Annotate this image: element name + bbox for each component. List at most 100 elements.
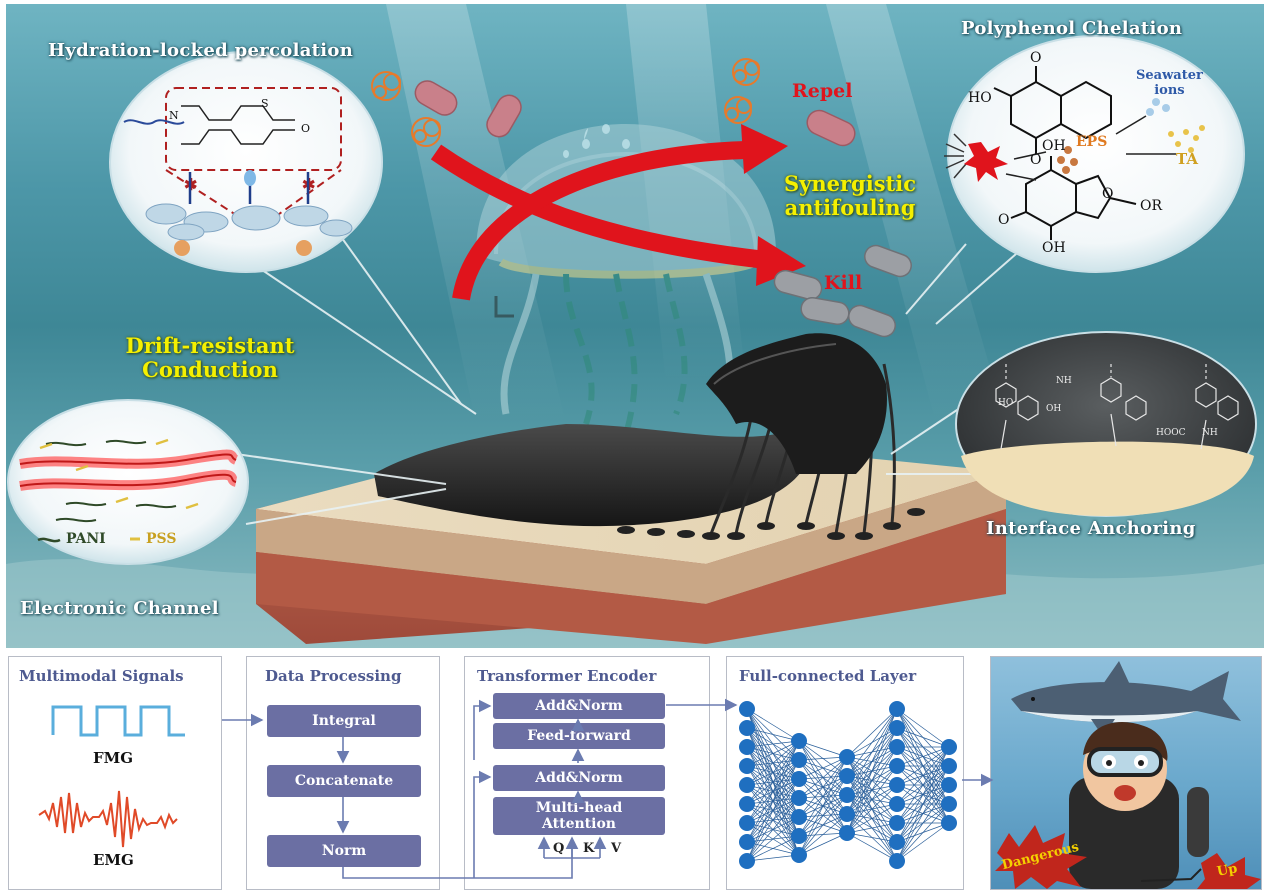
nn-neuron	[791, 828, 807, 844]
nn-connection	[798, 756, 848, 856]
nn-neuron	[791, 847, 807, 863]
concatenate-step: Concatenate	[267, 765, 421, 797]
nn-connection	[746, 740, 800, 805]
seawater-line1: Seawater	[1136, 68, 1203, 83]
nn-neuron	[791, 809, 807, 825]
nn-neuron	[791, 790, 807, 806]
output-panel: Dangerous Up	[990, 656, 1262, 890]
nn-connection	[746, 708, 800, 742]
nn-connection	[846, 708, 898, 758]
nn-neuron	[839, 787, 855, 803]
nn-connection	[746, 835, 800, 862]
pss-label: PSS	[146, 531, 177, 547]
fc-title: Full-connected Layer	[739, 667, 917, 685]
anchor-hooc: HOOC	[1156, 428, 1186, 438]
nn-connection	[746, 727, 800, 742]
nn-connection	[846, 746, 898, 834]
nn-connection	[746, 759, 800, 862]
processing-title: Data Processing	[265, 667, 402, 685]
nn-connection	[896, 765, 950, 862]
nn-neuron	[839, 749, 855, 765]
nn-connection	[746, 740, 800, 748]
nn-neuron	[739, 777, 755, 793]
nn-connection	[846, 832, 898, 843]
ta-label: TA	[1176, 150, 1198, 168]
nn-neuron	[839, 806, 855, 822]
nn-connection	[896, 746, 950, 767]
chem-o-minus: O	[301, 122, 311, 135]
fmg-waveform	[51, 705, 185, 737]
nn-connection	[846, 822, 898, 834]
processing-panel: Data Processing Integral Concatenate Nor…	[246, 656, 440, 890]
eps-label: EPS	[1076, 134, 1108, 150]
nn-neuron	[889, 777, 905, 793]
nn-neuron	[791, 733, 807, 749]
nn-connection	[896, 746, 950, 786]
nn-neuron	[889, 758, 905, 774]
nn-neuron	[739, 739, 755, 755]
nn-connection	[798, 756, 848, 780]
nn-connection	[846, 727, 898, 834]
nn-connection	[798, 813, 848, 856]
seawater-label: Seawater ions	[1136, 68, 1203, 98]
synergistic-line1: Synergistic	[783, 171, 916, 196]
nn-neuron	[889, 815, 905, 831]
nn-neuron	[839, 825, 855, 841]
integral-step: Integral	[267, 705, 421, 737]
input-q: Q	[553, 841, 565, 856]
nn-connection	[896, 803, 950, 862]
feed-forward-block: Feed-forward	[493, 723, 665, 749]
nn-connection	[746, 740, 800, 786]
nn-connection	[746, 854, 800, 862]
nn-neuron	[739, 758, 755, 774]
neural-network	[739, 701, 957, 869]
anchor-nh2: NH	[1202, 428, 1218, 438]
electronic-label: Electronic Channel	[20, 598, 219, 619]
kill-label: Kill	[824, 272, 863, 294]
drift-line1: Drift-resistant	[125, 333, 295, 358]
nn-connection	[746, 740, 800, 824]
nn-connection	[746, 778, 800, 862]
nn-neuron	[791, 771, 807, 787]
anchor-oh: OH	[1046, 404, 1062, 414]
nn-connection	[846, 765, 898, 834]
nn-connection	[846, 708, 898, 777]
diver-shark-illustration	[995, 661, 1261, 889]
encoder-title: Transformer Encoder	[477, 667, 657, 685]
nn-neuron	[791, 752, 807, 768]
nn-connection	[798, 740, 848, 758]
chem-n-plus: N	[169, 109, 179, 122]
nn-connection	[896, 746, 950, 862]
nn-connection	[746, 740, 800, 862]
nn-connection	[798, 775, 848, 856]
signal-waveforms	[38, 705, 185, 848]
input-k: K	[583, 841, 595, 856]
nn-neuron	[739, 815, 755, 831]
chem-o-left: O	[998, 212, 1010, 228]
nn-neuron	[739, 853, 755, 869]
nn-connection	[798, 756, 848, 799]
nn-neuron	[941, 815, 957, 831]
nn-connection	[896, 727, 950, 748]
nn-connection	[896, 708, 950, 748]
chem-o-top: O	[1030, 50, 1042, 66]
add-norm-bottom: Add&Norm	[493, 765, 665, 791]
signals-panel: Multimodal Signals FMG EMG	[8, 656, 222, 890]
nn-connection	[746, 740, 800, 767]
nn-connection	[846, 803, 898, 834]
nn-neuron	[889, 720, 905, 736]
chem-oh-bottom: OH	[1042, 240, 1066, 256]
antifouling-illustration: ✱✱	[6, 4, 1264, 648]
nn-connection	[846, 708, 898, 815]
nn-connection	[896, 822, 950, 862]
nn-neuron	[889, 796, 905, 812]
fc-panel: Full-connected Layer	[726, 656, 964, 890]
hydration-bubble: ✱✱	[109, 51, 383, 273]
nn-neuron	[739, 834, 755, 850]
nn-connection	[746, 797, 800, 862]
anchor-ho: HO	[998, 398, 1014, 408]
nn-connection	[746, 740, 800, 843]
nn-connection	[846, 832, 898, 862]
nn-neuron	[739, 701, 755, 717]
